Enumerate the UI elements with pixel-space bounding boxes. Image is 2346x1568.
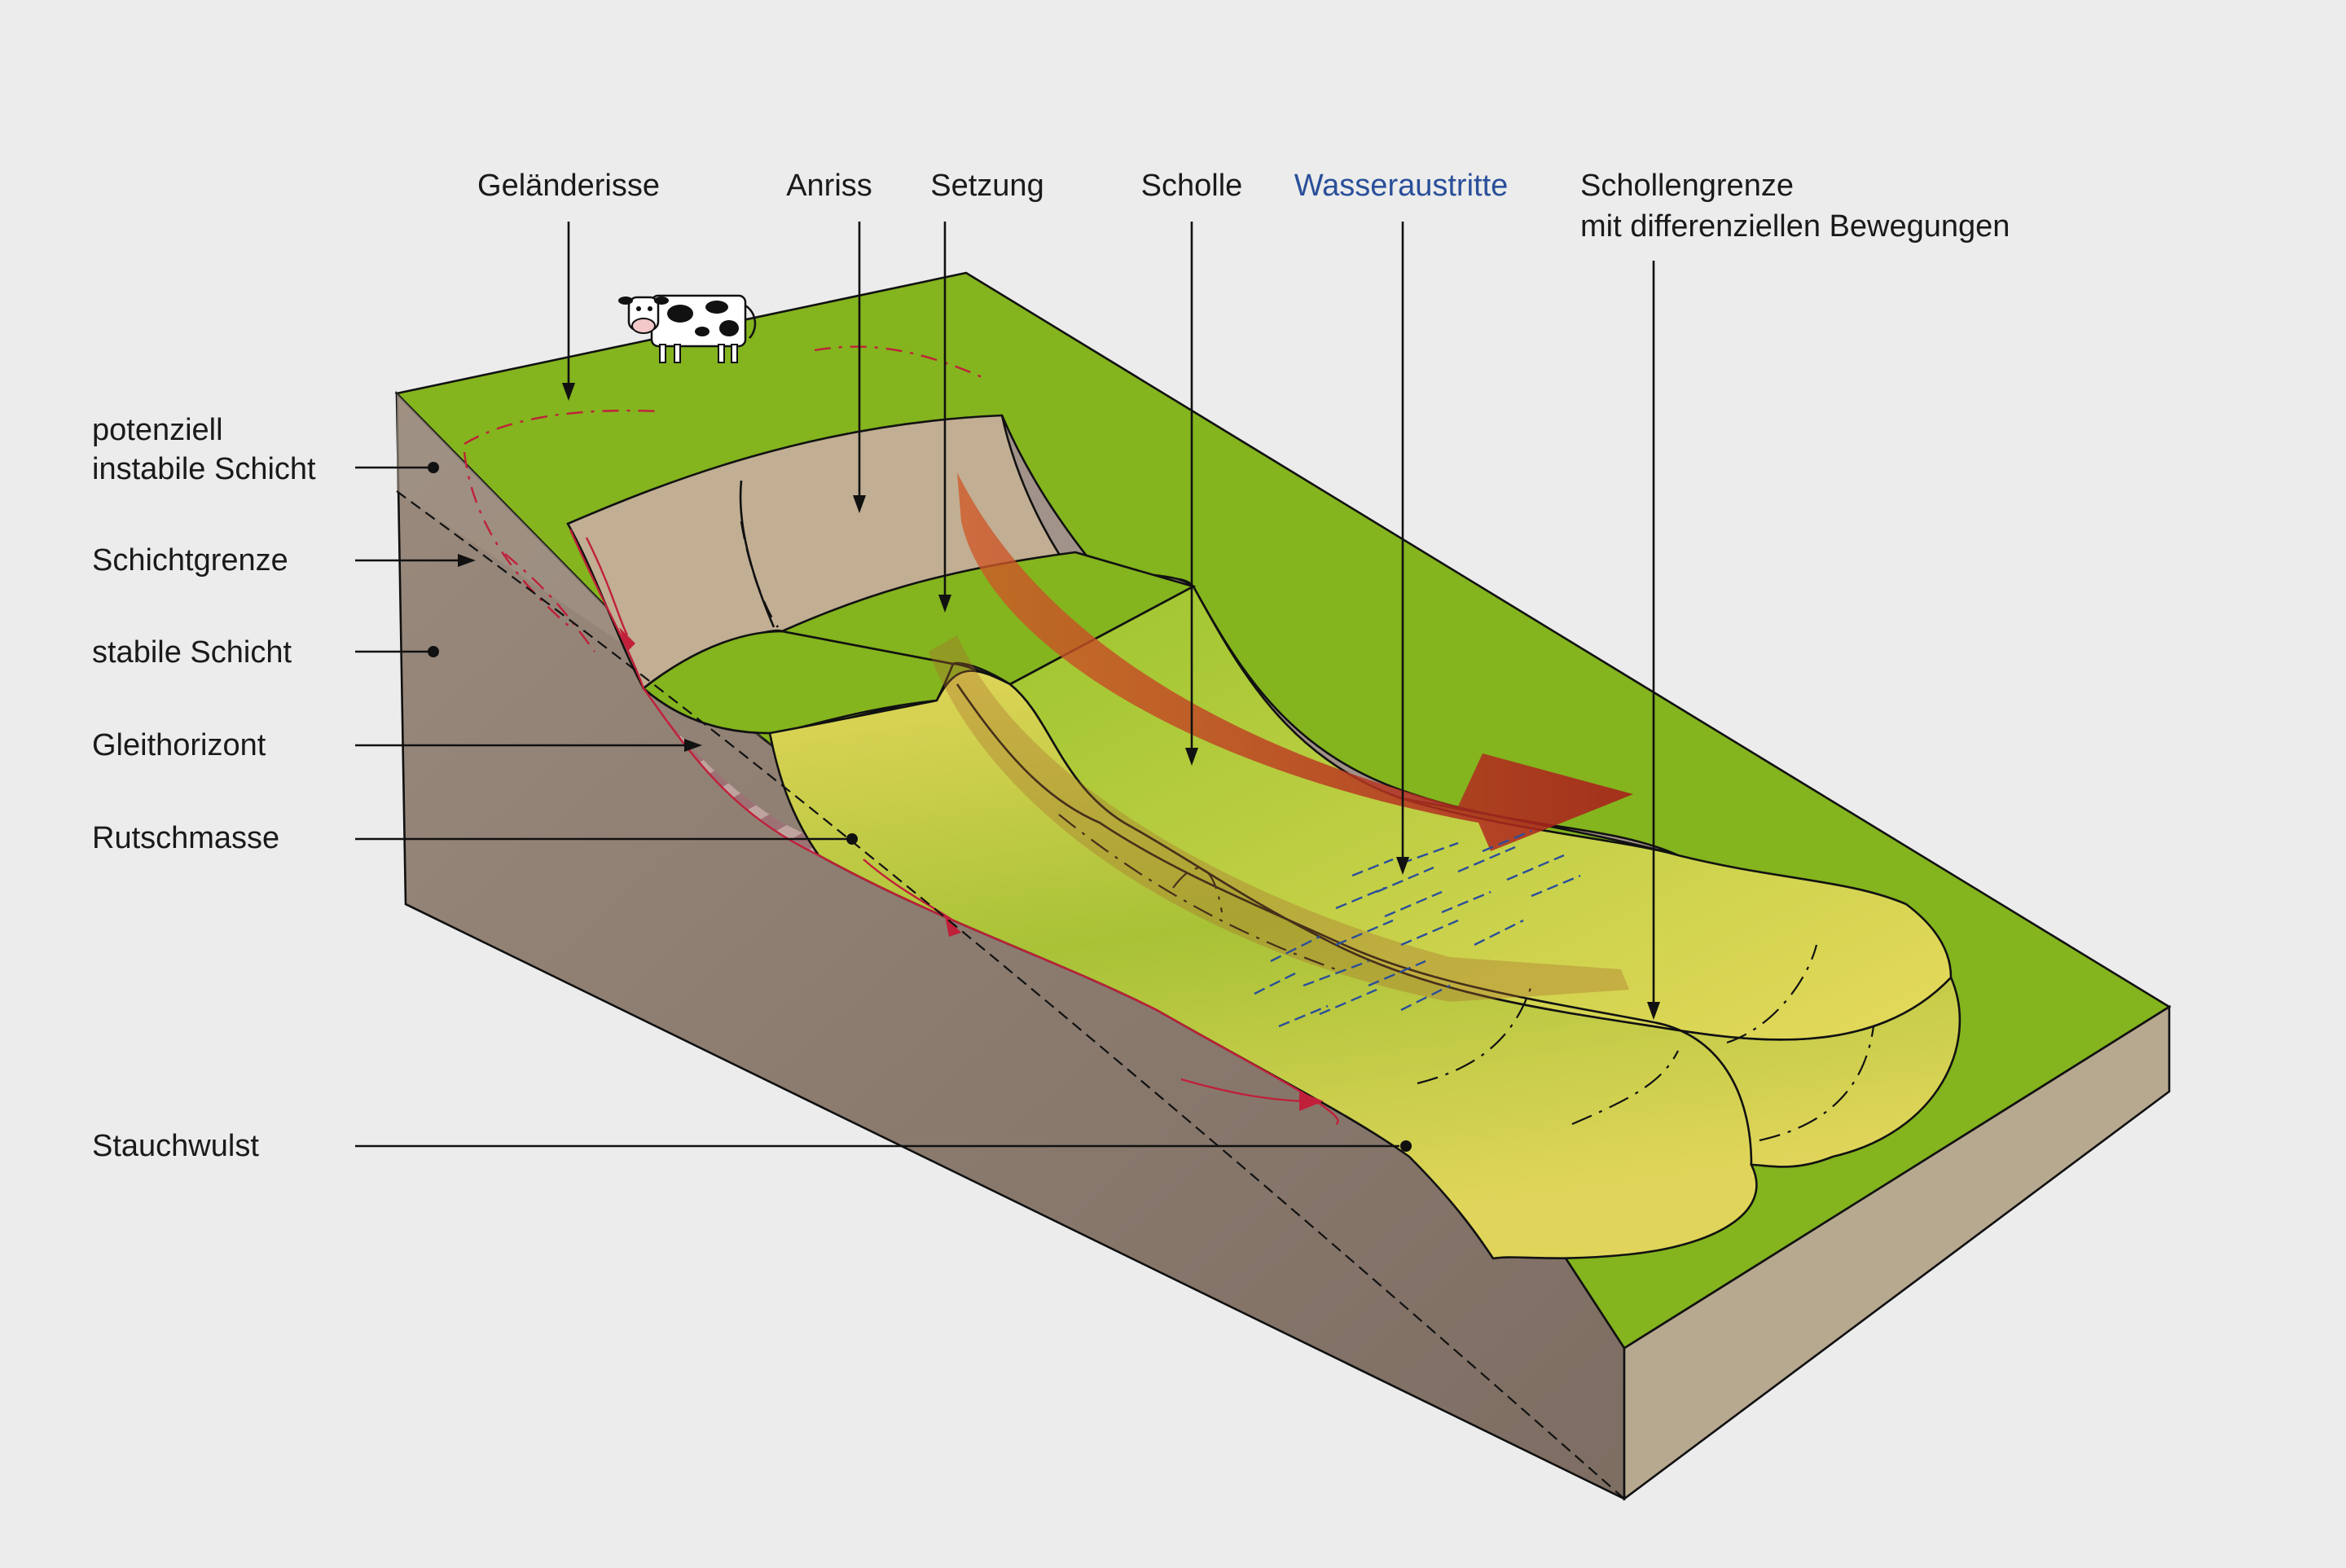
label-scholle: Scholle (1141, 169, 1243, 203)
block-boundary (956, 683, 1654, 1024)
top-leaders (562, 222, 1660, 1020)
label-anriss: Anriss (786, 169, 872, 203)
crack-dashes (463, 345, 986, 652)
label-wasseraustritte: Wasseraustritte (1294, 169, 1509, 203)
label-gelaenderisse: Geländerisse (477, 169, 660, 203)
block-boundary-2 (1653, 1021, 1753, 1166)
settled-block-top (641, 630, 955, 735)
label-potenziell-2: instabile Schicht (92, 452, 316, 486)
label-gleithorizont: Gleithorizont (92, 728, 266, 762)
water-outflow-dashes (1254, 829, 1581, 1028)
settled-block-upper (778, 551, 1197, 686)
layer-boundary-dashed (396, 490, 1625, 1500)
left-leaders (355, 462, 1412, 1152)
label-stauchwulst: Stauchwulst (92, 1129, 259, 1163)
slip-surface-lines (569, 529, 1339, 1126)
label-potenziell-1: potenziell (92, 413, 223, 447)
label-schollengrenze-2: mit differenziellen Bewegungen (1580, 209, 2010, 244)
label-stabile-schicht: stabile Schicht (92, 635, 292, 670)
label-schollengrenze-1: Schollengrenze (1580, 169, 1794, 203)
dash-dot-lines (1058, 814, 1875, 1142)
scarp-crack-dashed (740, 520, 780, 628)
secondary-flow-arrow (929, 635, 1629, 1002)
label-setzung: Setzung (930, 169, 1043, 203)
main-flow-arrow (957, 472, 1633, 851)
cow-icon (618, 294, 757, 363)
label-schichtgrenze: Schichtgrenze (92, 543, 288, 578)
label-rutschmasse: Rutschmasse (92, 821, 279, 855)
